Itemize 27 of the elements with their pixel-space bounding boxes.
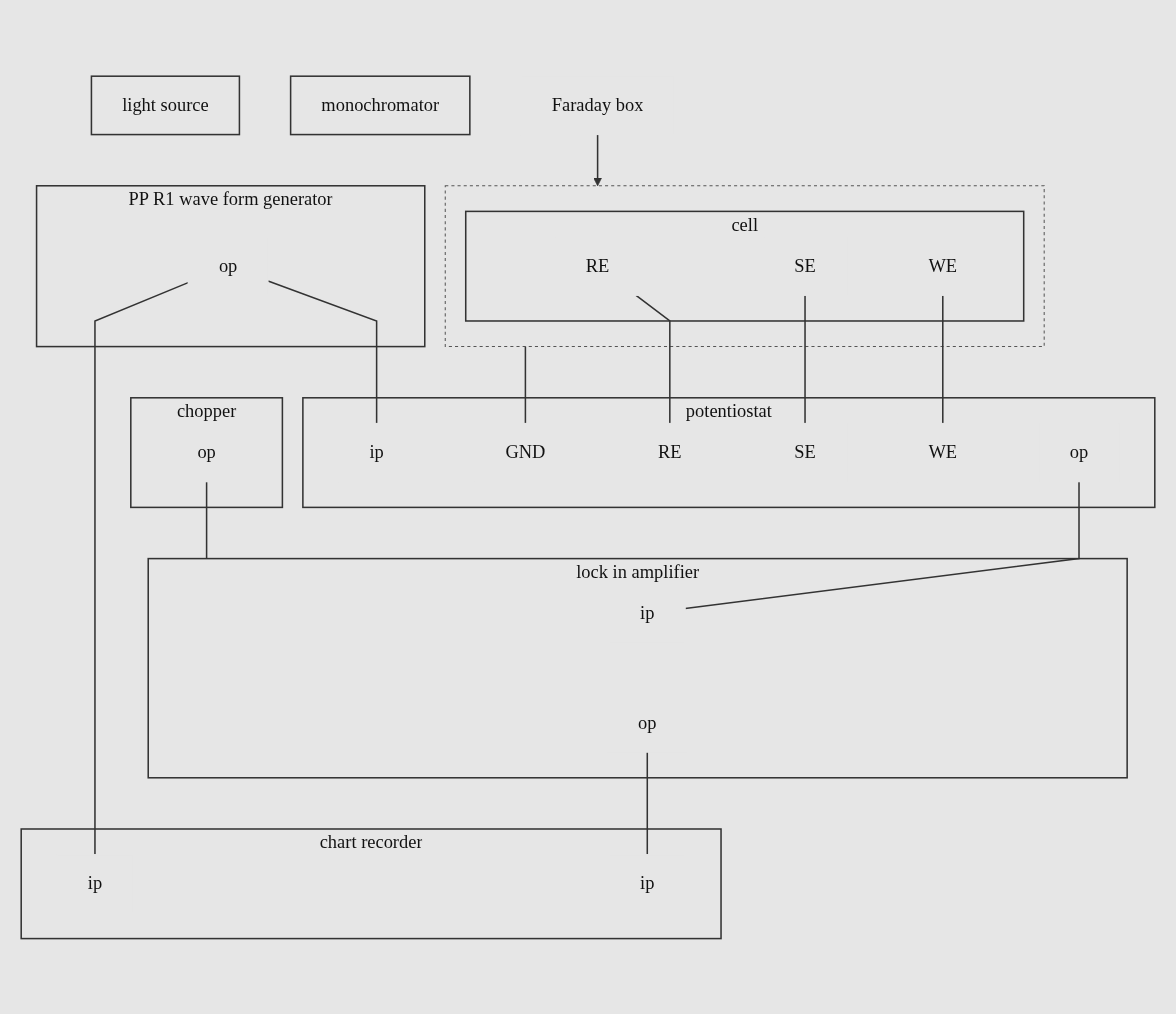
node-text: ip — [87, 872, 103, 894]
connector — [524, 345, 527, 424]
node-text: ip — [640, 602, 655, 623]
arrow — [593, 133, 603, 186]
node-text: RE — [585, 255, 610, 276]
node-text: SE — [794, 255, 816, 276]
node-text: GND — [505, 441, 546, 462]
connector — [646, 751, 649, 855]
connector — [94, 281, 189, 855]
node-text: SE — [794, 441, 816, 462]
node-text: op — [1069, 441, 1089, 462]
connector — [804, 294, 806, 424]
node-box: light source — [90, 75, 241, 135]
node-box: monochromator — [289, 75, 471, 135]
node-text: ip — [640, 872, 655, 894]
node-text: RE — [658, 441, 682, 462]
node-text: op — [218, 255, 238, 276]
cluster — [444, 184, 1045, 347]
connector — [942, 294, 944, 424]
node-text: ip — [369, 441, 384, 462]
node-text: op — [638, 711, 657, 733]
node-text: WE — [928, 255, 958, 276]
connector — [205, 480, 208, 559]
node-text: op — [197, 441, 216, 462]
connector — [635, 294, 671, 424]
node-text: WE — [928, 441, 958, 462]
node-text: Faraday box — [551, 94, 644, 115]
